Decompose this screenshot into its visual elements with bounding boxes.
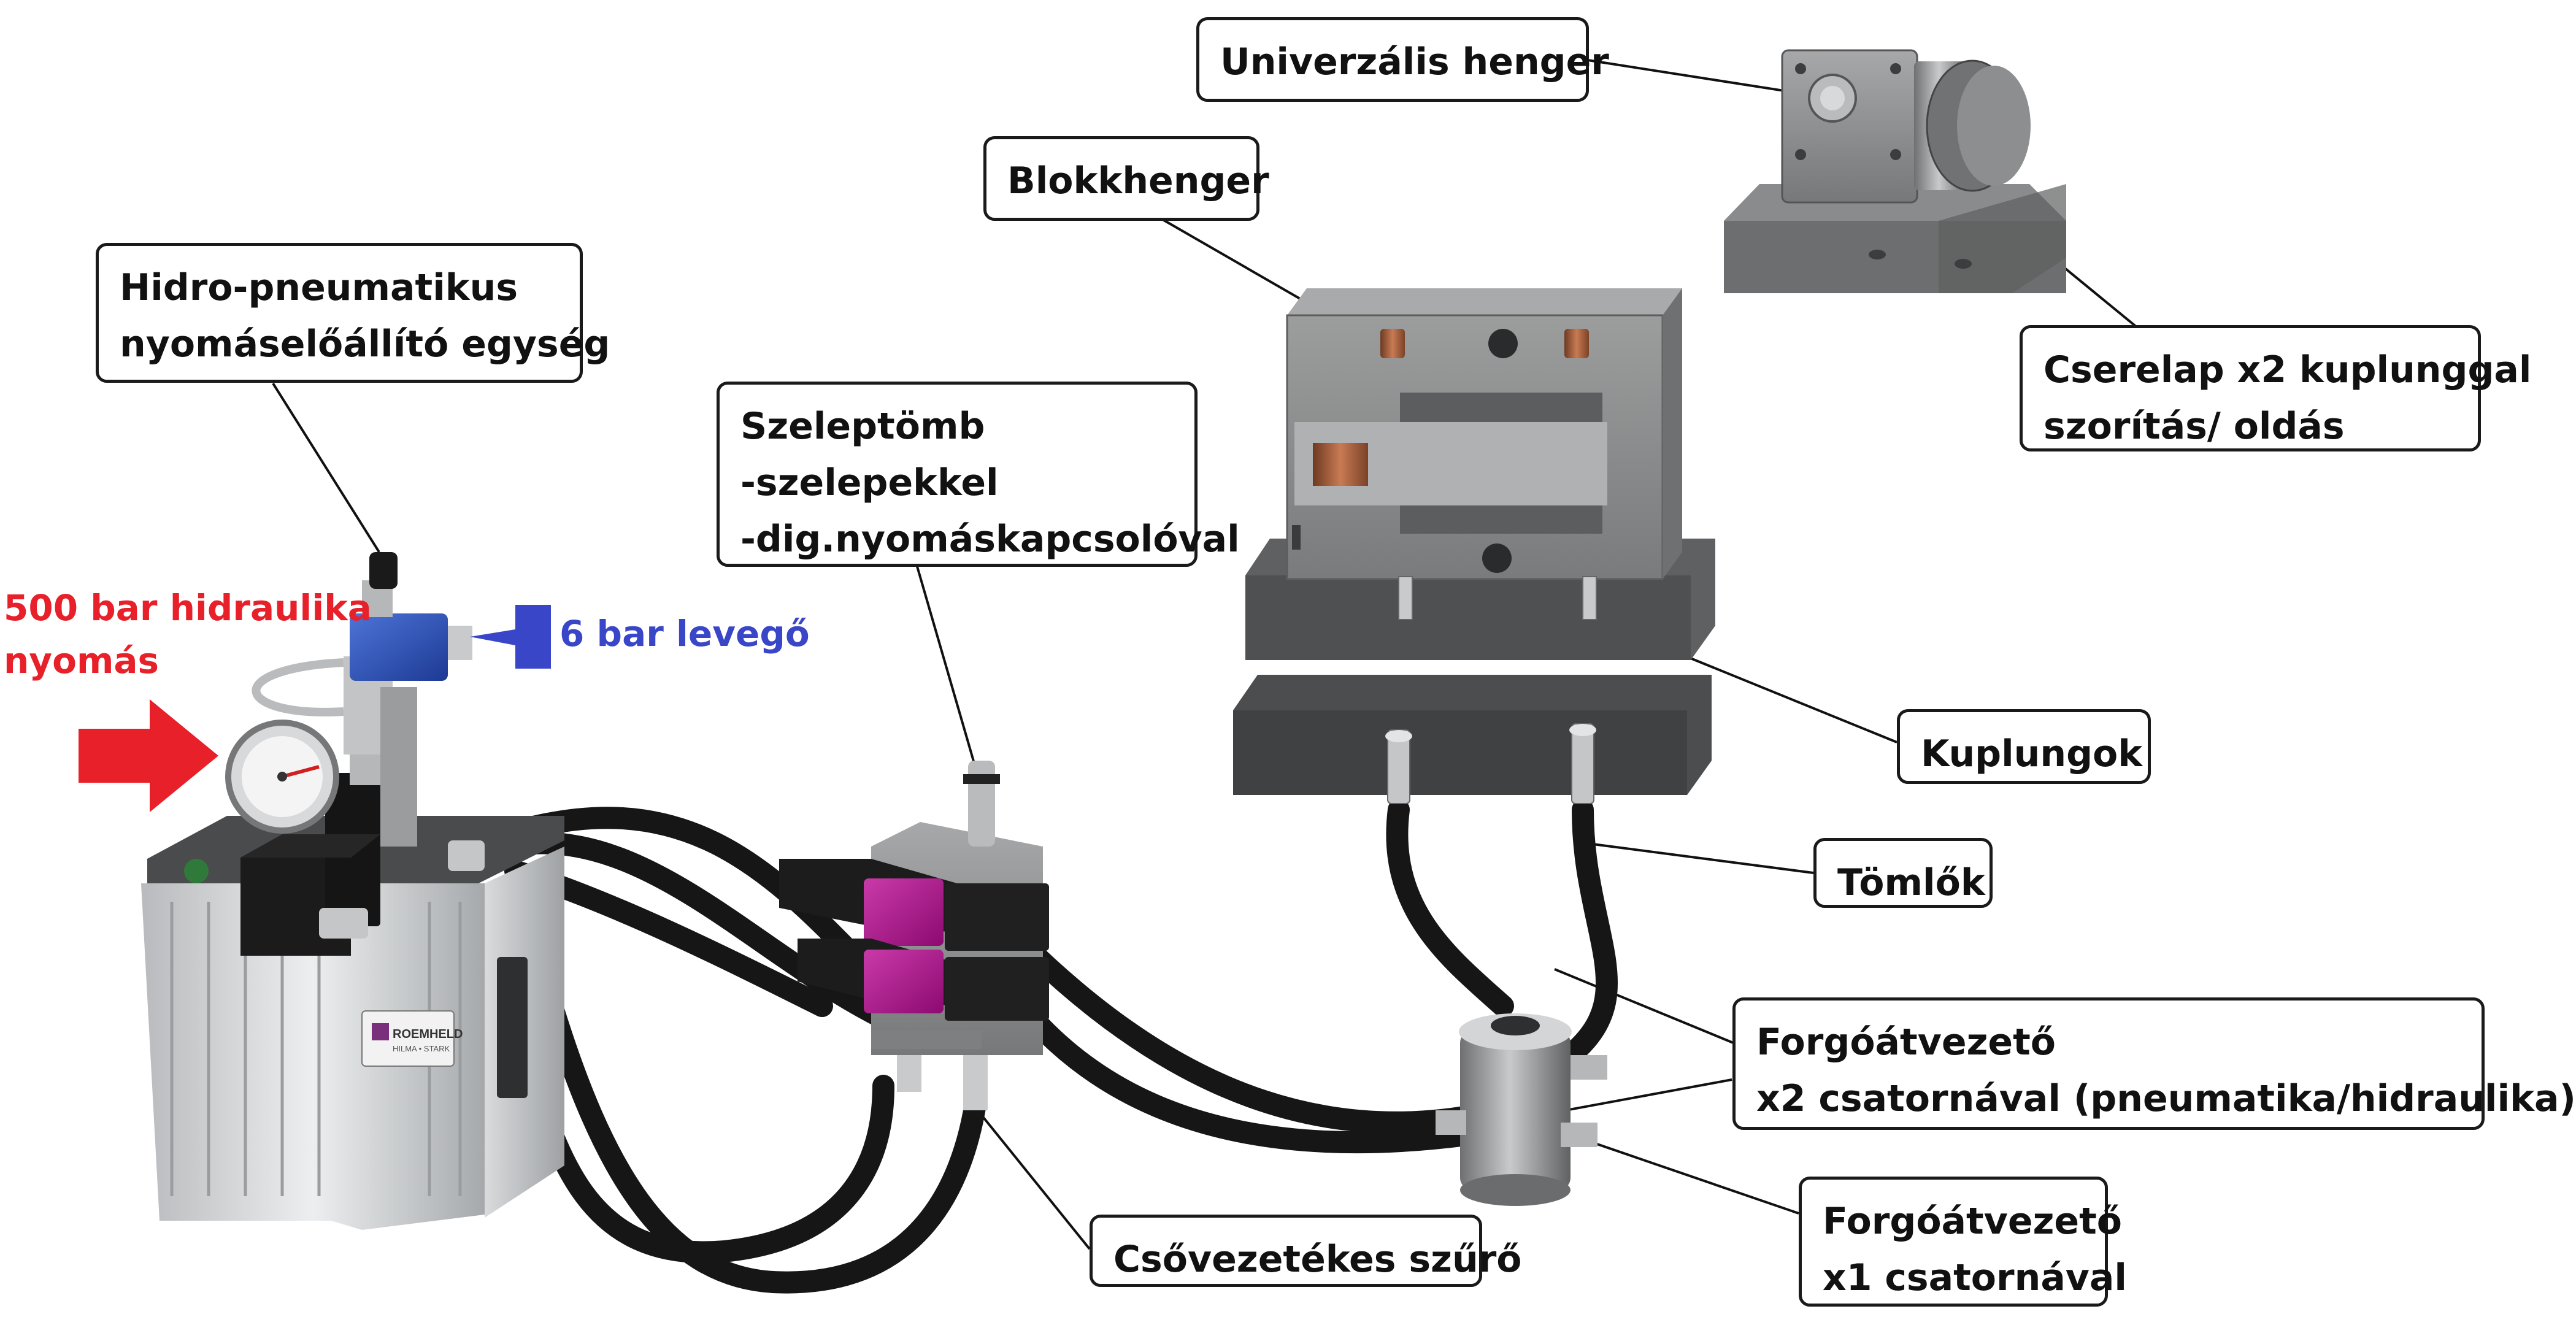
leader-lines [272, 59, 2139, 1250]
air-pressure-arrow [470, 605, 551, 669]
hydro-pneumatic-unit: ROEMHELD HILMA • STARK [141, 552, 564, 1230]
valve-block [779, 761, 1049, 1110]
universal-cylinder [1724, 49, 2066, 293]
callout-forgoatvezeto-x1: Forgóátvezető x1 csatornával [1799, 1177, 2127, 1307]
brand-logo: ROEMHELD [393, 1027, 463, 1041]
coupling-plate [1233, 675, 1712, 804]
brand-logo-sub: HILMA • STARK [393, 1044, 450, 1053]
block-cylinder [1245, 288, 1715, 660]
callout-kuplungok: Kuplungok [1897, 709, 2151, 784]
hydraulic-pressure-label: 500 bar hidraulika nyomás [4, 587, 372, 682]
callout-univerzalis-henger: Univerzális henger [1196, 17, 1609, 102]
callout-tomlok: Tömlők [1813, 838, 1993, 908]
air-pressure-label: 6 bar levegő [559, 613, 810, 655]
callout-cserelap: Cserelap x2 kuplunggal szorítás/ oldás [2020, 325, 2531, 451]
callout-forgoatvezeto-x2: Forgóátvezető x2 csatornával (pneumatika… [1732, 997, 2576, 1130]
hydraulic-pressure-arrow [79, 699, 218, 812]
callout-csovezetekes-szuro: Csővezetékes szűrő [1090, 1215, 1522, 1287]
callout-hidro-pneumatikus: Hidro-pneumatikus nyomáselőállító egység [96, 243, 610, 383]
callout-szeleptomb: Szeleptömb -szelepekkel -dig.nyomáskapcs… [717, 382, 1240, 567]
rotary-union [1436, 1013, 1607, 1206]
callout-blokkhenger: Blokkhenger [983, 136, 1269, 221]
